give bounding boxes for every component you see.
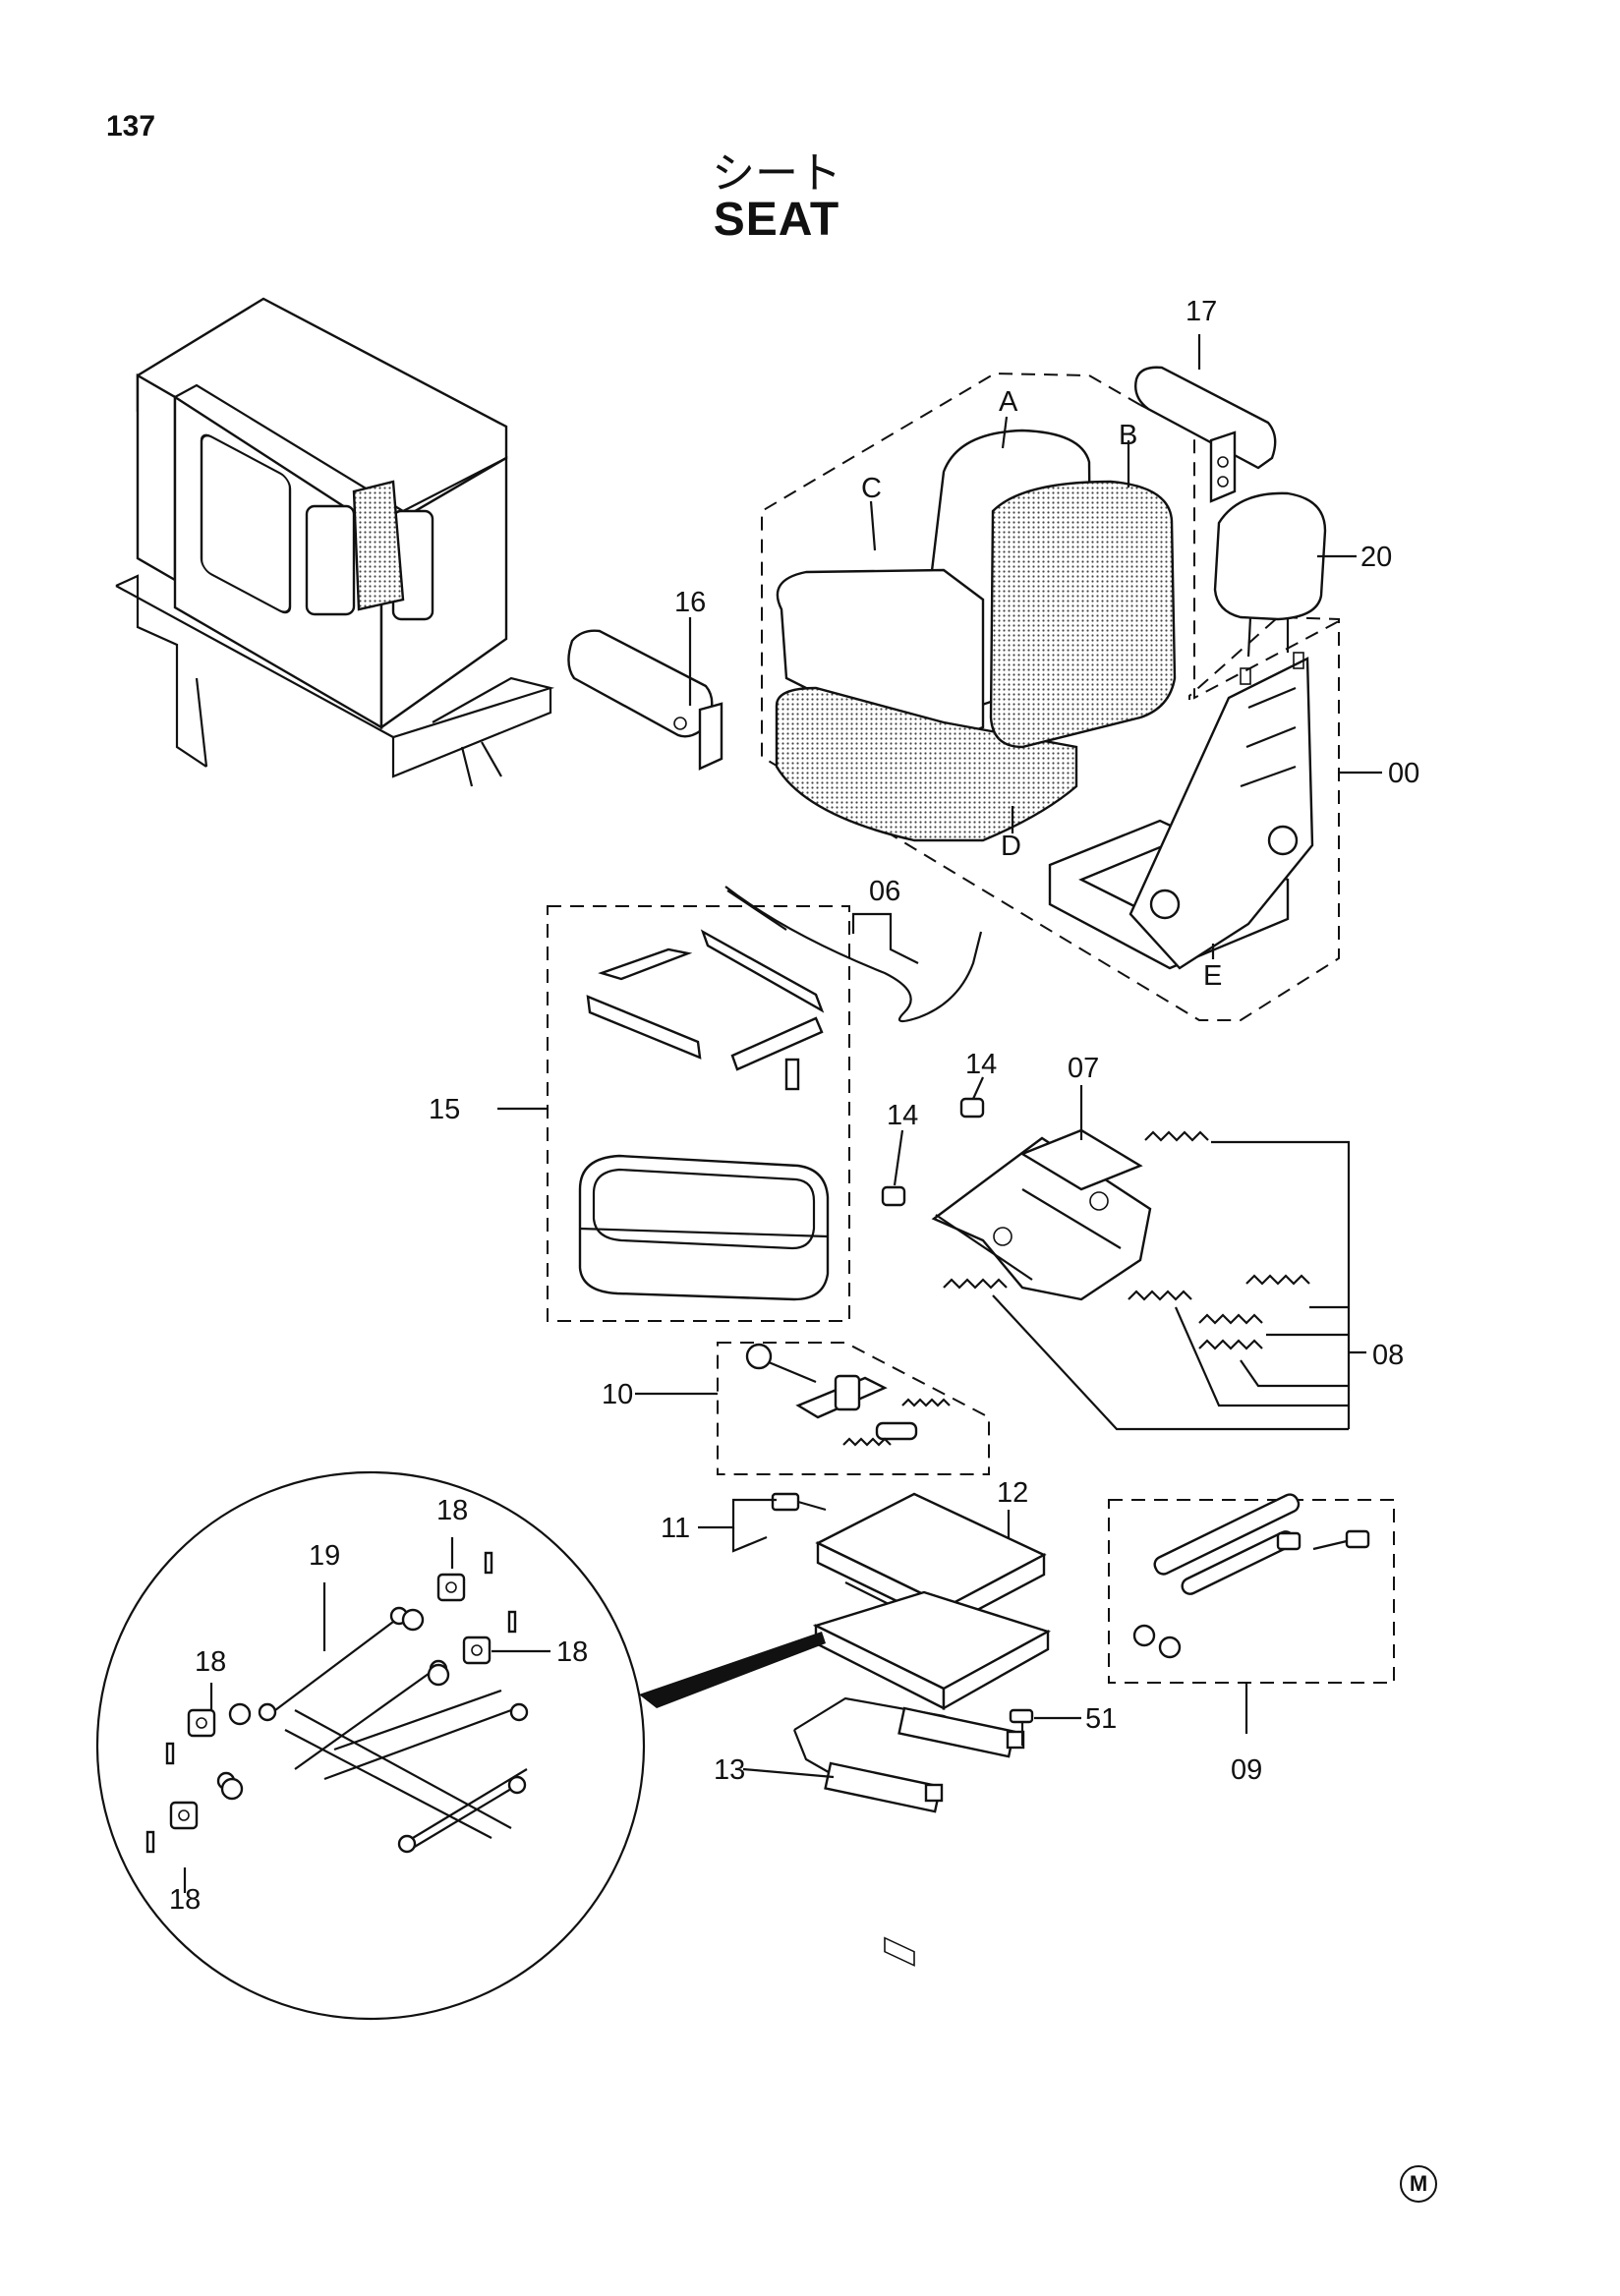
callout-51: 51: [1085, 1703, 1117, 1735]
callout-09: 09: [1231, 1754, 1262, 1786]
detail-pointer: [639, 1632, 826, 1708]
callout-A: A: [999, 386, 1018, 418]
callout-18a: 18: [436, 1495, 468, 1526]
page-title: SEAT: [713, 194, 840, 246]
armrest-right: [1134, 366, 1277, 503]
suspension-unit: [812, 1492, 1052, 1967]
scissor-link-detail: [145, 1551, 529, 1854]
cable: [724, 886, 983, 1023]
bolt: [1009, 1708, 1034, 1746]
spring: [943, 1130, 1310, 1350]
callout-10: 10: [602, 1379, 633, 1410]
adjuster-kit-boundary: [717, 1342, 990, 1475]
manufacturer-mark: M: [1400, 2165, 1437, 2203]
callout-12: 12: [997, 1477, 1028, 1509]
seat-frame: [1048, 652, 1314, 970]
armrest-left: [567, 629, 723, 771]
callout-E: E: [1203, 960, 1222, 992]
callout-17: 17: [1186, 296, 1217, 327]
callout-C: C: [861, 473, 882, 504]
page-title-japanese: シート: [712, 148, 841, 199]
pad: [881, 1185, 906, 1207]
callout-18b: 18: [195, 1646, 226, 1678]
callout-14b: 14: [887, 1100, 918, 1131]
pad: [959, 1097, 985, 1119]
callout-13: 13: [714, 1754, 745, 1786]
callout-20: 20: [1360, 542, 1392, 573]
damper-kit-boundary: [1108, 1499, 1395, 1684]
callout-08: 08: [1372, 1340, 1404, 1371]
detail-circle: [95, 1470, 646, 2021]
callout-11: 11: [661, 1513, 690, 1544]
callout-B: B: [1119, 420, 1137, 451]
seat-rail-kit: [578, 929, 830, 1301]
callout-15: 15: [429, 1094, 460, 1125]
callout-18d: 18: [169, 1884, 201, 1916]
suspension-bracket: [931, 1128, 1152, 1301]
callout-00: 00: [1388, 758, 1419, 789]
machine-cab-illustration: [115, 297, 555, 787]
lever-clip: [771, 1492, 827, 1512]
callout-19: 19: [309, 1540, 340, 1572]
headrest: [1213, 491, 1327, 658]
seat-cover: [775, 686, 1078, 842]
damper-kit: [1132, 1493, 1370, 1659]
callout-16: 16: [674, 587, 706, 618]
seat-back-cover: [989, 480, 1177, 749]
callout-06: 06: [869, 876, 900, 907]
rail-kit-boundary: [547, 905, 850, 1322]
page-number: 137: [106, 110, 156, 143]
callout-07: 07: [1068, 1053, 1099, 1084]
callout-14a: 14: [965, 1049, 997, 1080]
adjust-lever: [792, 1696, 1025, 1813]
seat-assembly-boundary: [761, 372, 1340, 1021]
callout-18c: 18: [556, 1636, 588, 1668]
adjuster-kit: [745, 1343, 951, 1447]
callout-D: D: [1001, 831, 1021, 862]
